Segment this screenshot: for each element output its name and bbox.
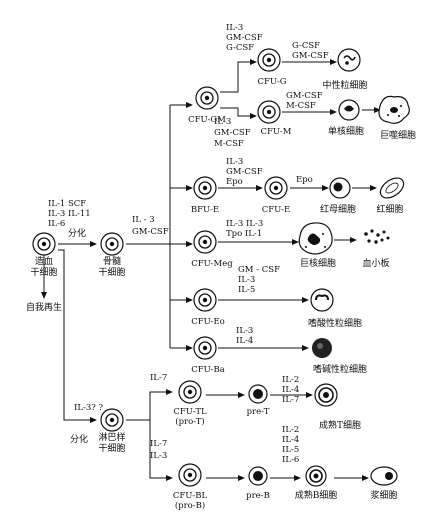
cfu-e-label: CFU-E	[262, 205, 291, 215]
neutrophil-label: 中性粒细胞	[322, 79, 367, 91]
stem-cell-label: 造血干细胞	[30, 255, 57, 278]
plasma-label: 浆细胞	[370, 489, 397, 501]
self-renewal-label: 自我再生	[26, 301, 62, 313]
eosinophil-label: 嗜酸性粒细胞	[308, 317, 362, 329]
monocyte-label: 单核细胞	[328, 125, 364, 137]
mature-b-cell-icon	[305, 465, 327, 487]
nucleated-rbc-label: 红母细胞	[320, 203, 356, 215]
cfu-gm-cell-icon	[195, 86, 219, 110]
megakaryocyte-label: 巨核细胞	[300, 257, 336, 269]
basophil-label: 嗜碱性粒细胞	[313, 363, 367, 375]
cfu-e-cell-icon	[264, 176, 288, 200]
nucleated-rbc-icon	[329, 177, 351, 199]
myeloid-stem-cell-icon	[100, 232, 124, 256]
arrow-gm-to-g	[220, 59, 257, 93]
arrow-to-cfu-bl	[149, 420, 173, 481]
cfu-g-label: CFU-G	[257, 77, 286, 87]
cfu-m-label: CFU-M	[261, 127, 292, 137]
bfu-e-cell-icon	[193, 176, 217, 200]
platelet-label: 血小板	[362, 257, 389, 269]
mature-t-label: 成熟T细胞	[319, 419, 361, 431]
cfu-m-cell-icon	[257, 100, 281, 124]
megakaryocyte-icon	[298, 222, 333, 255]
macrophage-icon	[378, 95, 410, 124]
cfu-meg-cell-icon	[193, 230, 217, 254]
cfu-eo-label: CFU-Eo	[191, 317, 225, 327]
rbc-label: 红细胞	[376, 203, 403, 215]
monocyte-icon	[338, 99, 360, 121]
connector-lines	[41, 59, 381, 481]
lymphoid-action: 分化	[70, 433, 88, 445]
cfu-g-cell-icon	[257, 48, 281, 72]
cfu-eo-cell-icon	[193, 288, 217, 312]
cfu-bl-cell-icon	[178, 463, 202, 487]
pre-b-label: pre-B	[246, 491, 270, 501]
arrow-to-cfu-tl	[126, 389, 173, 421]
pre-t-label: pre-T	[247, 407, 270, 417]
lymphoid-stem-cell-icon	[100, 408, 124, 432]
arrow-gm-to-m	[220, 107, 257, 119]
t-factor-in: IL-7	[150, 373, 167, 383]
plasma-cell-icon	[370, 466, 398, 486]
mature-b-label: 成熟B细胞	[295, 489, 338, 501]
stem-cell-icon	[32, 232, 56, 256]
cfu-bl-label: CFU-BL(pro-B)	[173, 491, 208, 511]
platelets-icon	[364, 229, 390, 244]
pre-b-cell-icon	[248, 466, 268, 486]
lymphoid-factors-in: IL-3? ?	[74, 403, 104, 413]
mature-t-cell-icon	[314, 383, 338, 407]
cfu-ba-cell-icon	[193, 336, 217, 360]
bfu-e-label: BFU-E	[191, 205, 219, 215]
arrow-stem-to-lymphoid	[58, 249, 97, 423]
pre-t-cell-icon	[248, 384, 268, 404]
cfu-tl-label: CFU-TL(pro-T)	[173, 407, 207, 427]
cells	[32, 48, 410, 487]
eosinophil-icon	[310, 288, 334, 312]
cfu-gm-label: CFU-GM	[188, 115, 226, 125]
macrophage-label: 巨噬细胞	[380, 129, 416, 141]
basophil-icon	[312, 338, 332, 358]
erythroid-factor-out: Epo	[296, 175, 313, 185]
myeloid-stem-label: 骨髓干细胞	[98, 256, 125, 278]
cfu-tl-cell-icon	[178, 380, 202, 404]
stem-to-myeloid-action: 分化	[68, 227, 86, 239]
neutrophil-icon	[337, 48, 361, 72]
rbc-icon	[379, 177, 405, 199]
cfu-meg-label: CFU-Meg	[191, 259, 233, 269]
cfu-ba-label: CFU-Ba	[191, 365, 225, 375]
lymphoid-stem-label: 淋巴样干细胞	[98, 431, 125, 454]
